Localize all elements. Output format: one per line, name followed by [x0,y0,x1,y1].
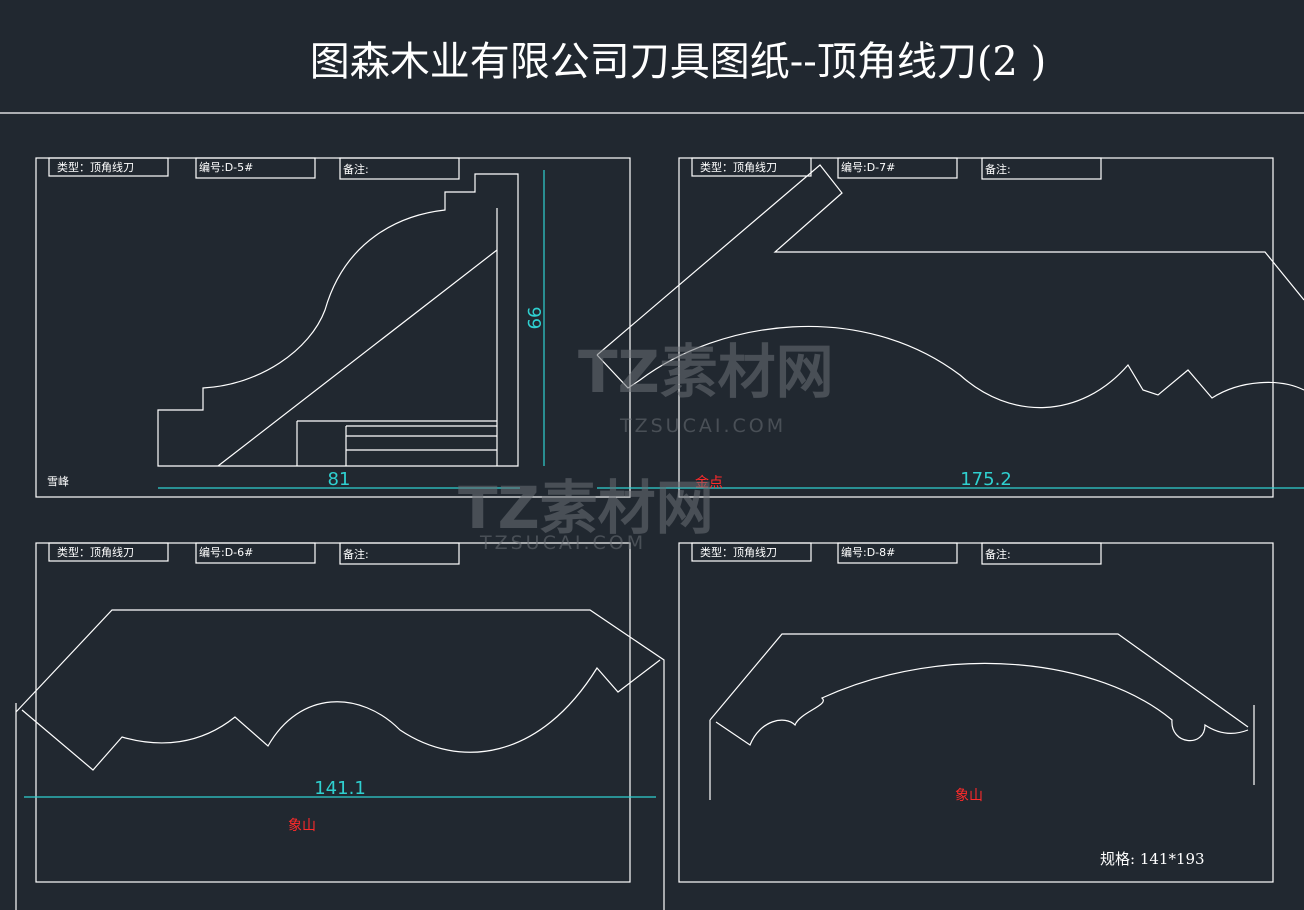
dimension-width: 141.1 [314,778,366,799]
profile-name: 象山 [288,818,316,834]
note-label: 备注: [985,547,1011,561]
panel-d6: 类型：顶角线刀 编号:D-6# 备注: 141.1 象山 [15,542,665,910]
code-label: 编号:D-8# [841,545,895,559]
note-label: 备注: [985,162,1011,176]
code-label: 编号:D-5# [199,160,253,174]
type-label: 类型：顶角线刀 [57,160,134,174]
type-label: 类型：顶角线刀 [57,545,134,559]
dimension-width: 81 [328,469,351,490]
profile-name: 象山 [955,788,983,804]
code-label: 编号:D-6# [199,545,253,559]
watermark: TZ素材网 TZSUCAI.COM TZ素材网 TZSUCAI.COM [458,338,834,554]
panel-d7: 类型：顶角线刀 编号:D-7# 备注: 175.2 金点 [596,157,1304,498]
dimension-width: 175.2 [960,469,1012,490]
note-label: 备注: [343,162,369,176]
watermark-domain: TZSUCAI.COM [619,415,786,437]
type-label: 类型：顶角线刀 [700,545,777,559]
spec-label: 规格: 141*193 [1100,850,1205,868]
type-label: 类型：顶角线刀 [700,160,777,174]
panel-d8: 类型：顶角线刀 编号:D-8# 备注: 象山 规格: 141*193 [678,542,1274,883]
code-label: 编号:D-7# [841,160,895,174]
dimension-height: 99 [523,307,544,330]
drawing-title: 图森木业有限公司刀具图纸--顶角线刀(2 ) [310,39,1046,85]
note-label: 备注: [343,547,369,561]
watermark-brand: TZ素材网 [458,474,714,542]
panel-d5: 类型：顶角线刀 编号:D-5# 备注: 81 99 雪峰 [35,157,631,498]
watermark-brand: TZ素材网 [578,338,834,406]
watermark-domain: TZSUCAI.COM [479,532,646,554]
profile-name: 雪峰 [47,475,69,488]
profile-name: 金点 [695,475,723,491]
